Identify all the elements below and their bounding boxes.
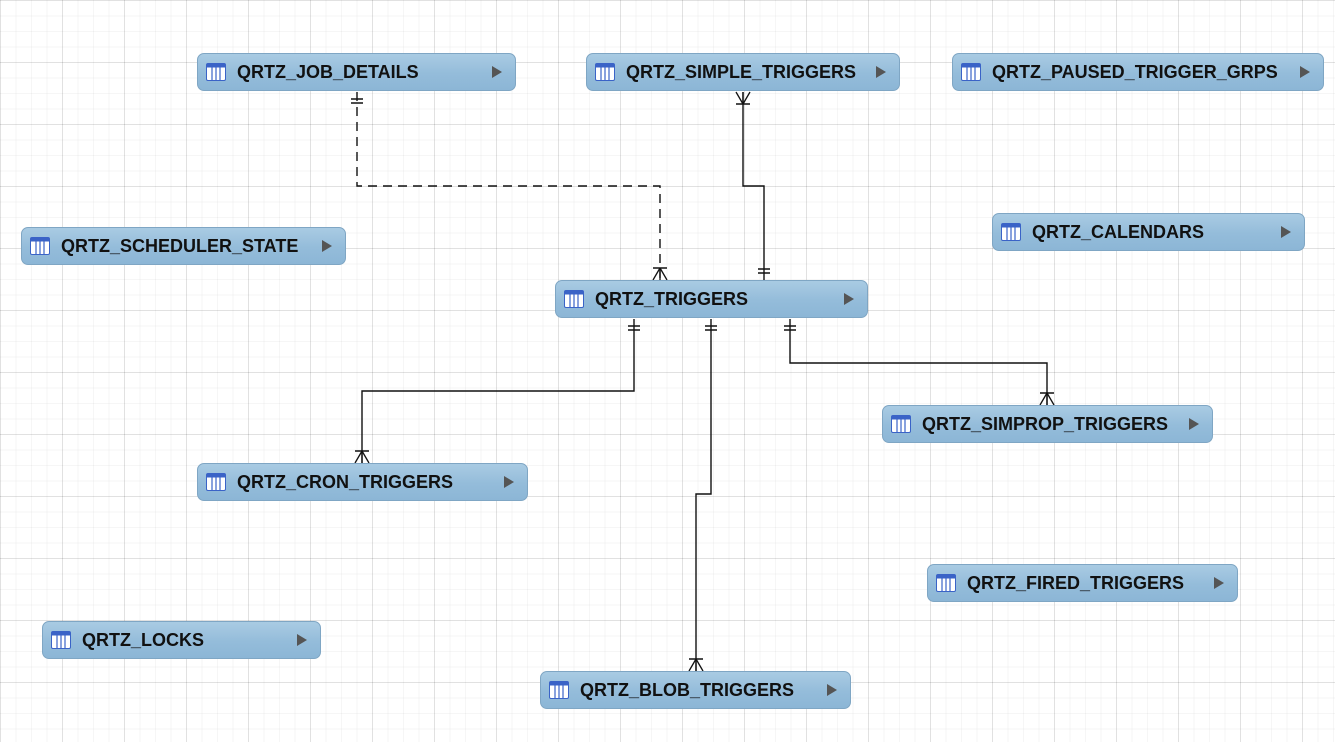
table-icon — [961, 63, 981, 81]
expand-arrow-icon[interactable] — [827, 684, 837, 696]
entity-qrtz-calendars[interactable]: QRTZ_CALENDARS — [992, 213, 1305, 251]
table-icon — [51, 631, 71, 649]
relation-path[interactable] — [695, 319, 712, 671]
relation-job-details-triggers[interactable] — [351, 92, 668, 281]
table-icon — [206, 473, 226, 491]
entity-qrtz-paused-trigger-grps[interactable]: QRTZ_PAUSED_TRIGGER_GRPS — [952, 53, 1324, 91]
entity-qrtz-scheduler-state[interactable]: QRTZ_SCHEDULER_STATE — [21, 227, 346, 265]
entity-name: QRTZ_FIRED_TRIGGERS — [967, 572, 1185, 593]
table-icon — [206, 63, 226, 81]
cardinality-many-foot — [688, 658, 697, 672]
entity-qrtz-simple-triggers[interactable]: QRTZ_SIMPLE_TRIGGERS — [586, 53, 900, 91]
expand-arrow-icon[interactable] — [1214, 577, 1224, 589]
relation-path[interactable] — [789, 319, 1048, 405]
entity-qrtz-blob-triggers[interactable]: QRTZ_BLOB_TRIGGERS — [540, 671, 851, 709]
table-icon — [595, 63, 615, 81]
expand-arrow-icon[interactable] — [322, 240, 332, 252]
entity-name: QRTZ_JOB_DETAILS — [237, 61, 419, 82]
expand-arrow-icon[interactable] — [504, 476, 514, 488]
entity-name: QRTZ_PAUSED_TRIGGER_GRPS — [992, 61, 1278, 82]
entity-name: QRTZ_CRON_TRIGGERS — [237, 471, 454, 492]
relation-triggers-blob-triggers[interactable] — [688, 319, 717, 672]
relation-path[interactable] — [361, 319, 635, 463]
entity-name: QRTZ_TRIGGERS — [595, 288, 749, 309]
expand-arrow-icon[interactable] — [876, 66, 886, 78]
entity-name: QRTZ_BLOB_TRIGGERS — [580, 679, 795, 700]
entity-qrtz-job-details[interactable]: QRTZ_JOB_DETAILS — [197, 53, 516, 91]
expand-arrow-icon[interactable] — [1189, 418, 1199, 430]
expand-arrow-icon[interactable] — [297, 634, 307, 646]
relation-triggers-cron-triggers[interactable] — [354, 319, 640, 464]
cardinality-many-foot — [659, 267, 668, 281]
relation-path[interactable] — [742, 92, 765, 280]
table-icon — [564, 290, 584, 308]
entity-name: QRTZ_SCHEDULER_STATE — [61, 235, 299, 256]
expand-arrow-icon[interactable] — [1300, 66, 1310, 78]
cardinality-many-foot — [361, 450, 370, 464]
relation-triggers-simple-triggers[interactable] — [735, 91, 770, 280]
entity-qrtz-locks[interactable]: QRTZ_LOCKS — [42, 621, 321, 659]
relation-triggers-simprop-triggers[interactable] — [784, 319, 1055, 406]
cardinality-many-foot — [652, 267, 661, 281]
expand-arrow-icon[interactable] — [1281, 226, 1291, 238]
cardinality-many-foot — [354, 450, 363, 464]
table-icon — [549, 681, 569, 699]
expand-arrow-icon[interactable] — [492, 66, 502, 78]
entity-qrtz-cron-triggers[interactable]: QRTZ_CRON_TRIGGERS — [197, 463, 528, 501]
entity-qrtz-simprop-triggers[interactable]: QRTZ_SIMPROP_TRIGGERS — [882, 405, 1213, 443]
cardinality-many-foot — [742, 91, 751, 105]
table-icon — [936, 574, 956, 592]
expand-arrow-icon[interactable] — [844, 293, 854, 305]
table-icon — [30, 237, 50, 255]
entity-name: QRTZ_SIMPLE_TRIGGERS — [626, 61, 857, 82]
table-icon — [1001, 223, 1021, 241]
cardinality-many-foot — [1046, 392, 1055, 406]
cardinality-many-foot — [695, 658, 704, 672]
table-icon — [891, 415, 911, 433]
entity-name: QRTZ_LOCKS — [82, 629, 205, 650]
relation-path[interactable] — [356, 92, 661, 280]
entity-qrtz-triggers[interactable]: QRTZ_TRIGGERS — [555, 280, 868, 318]
cardinality-many-foot — [735, 91, 744, 105]
entity-qrtz-fired-triggers[interactable]: QRTZ_FIRED_TRIGGERS — [927, 564, 1238, 602]
entity-name: QRTZ_SIMPROP_TRIGGERS — [922, 413, 1169, 434]
entity-name: QRTZ_CALENDARS — [1032, 221, 1205, 242]
cardinality-many-foot — [1039, 392, 1048, 406]
